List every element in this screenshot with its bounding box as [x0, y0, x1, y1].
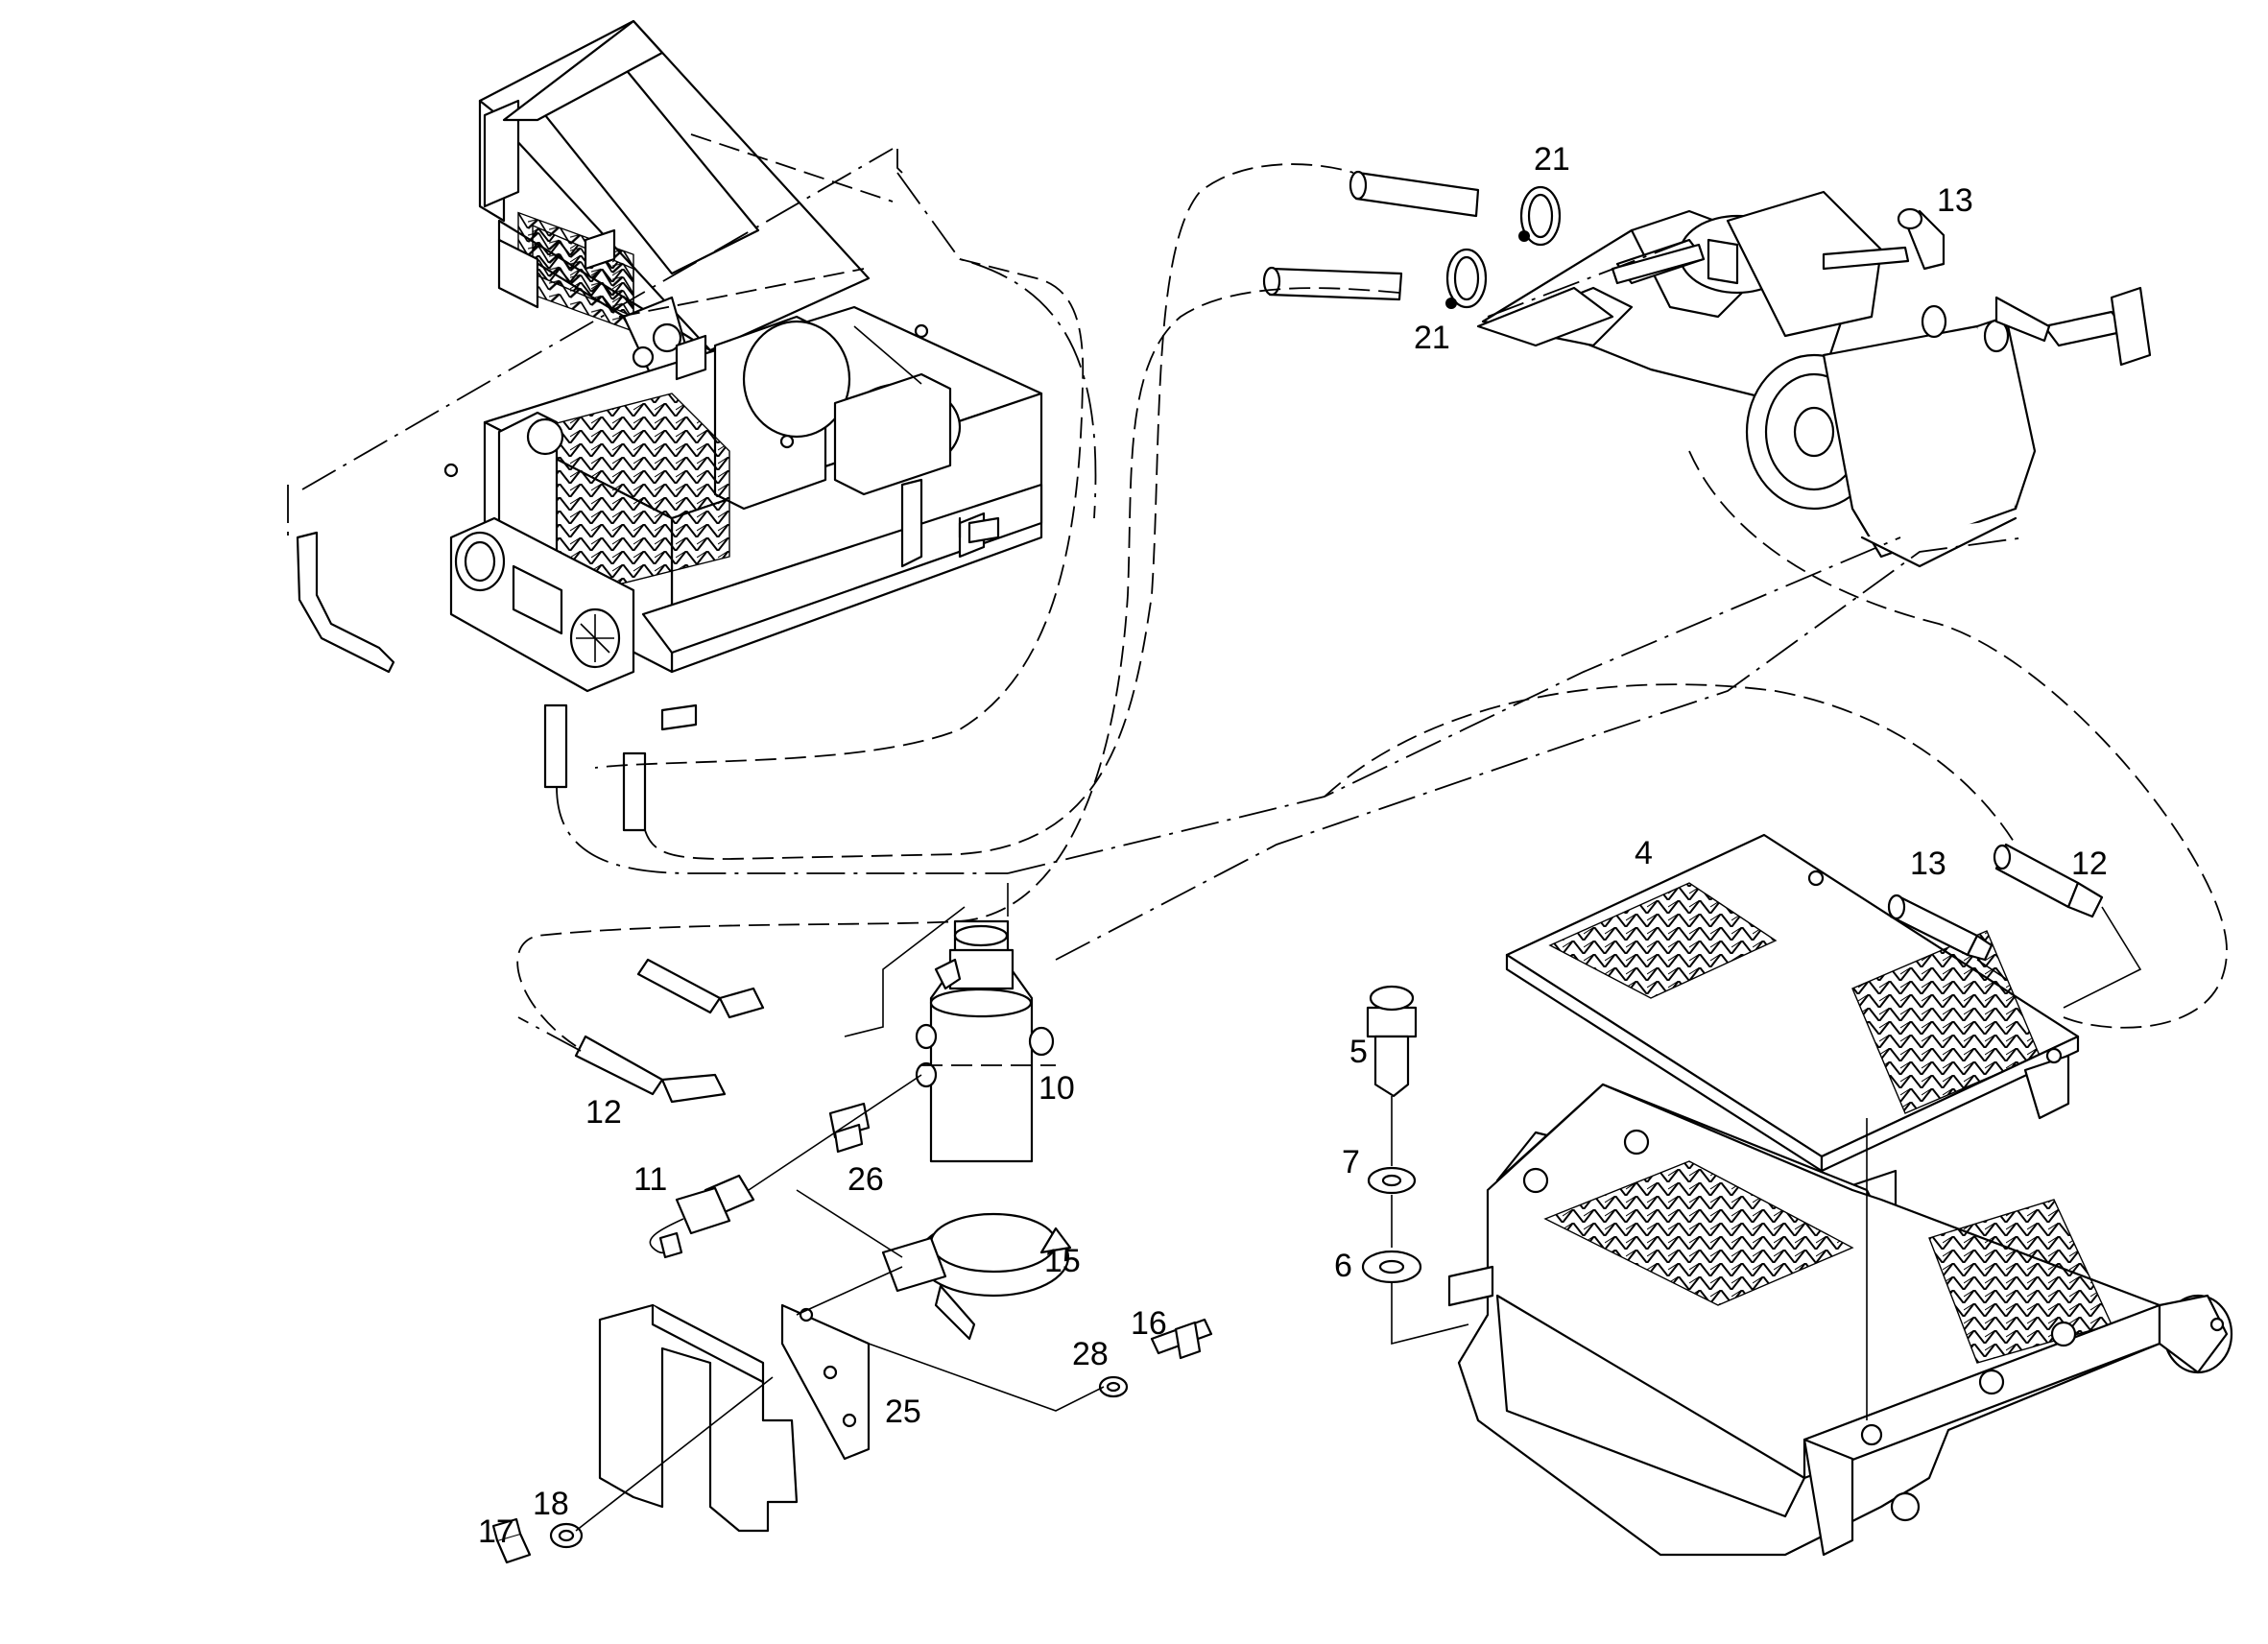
- callout-13-condenser: 13: [1910, 846, 1946, 882]
- callout-7: 7: [1342, 1144, 1360, 1180]
- hose-assembly-condenser: [1887, 843, 2104, 962]
- callout-28: 28: [1072, 1336, 1109, 1372]
- callout-17: 17: [478, 1513, 514, 1550]
- callout-15: 15: [1044, 1243, 1081, 1279]
- callout-11: 11: [633, 1161, 667, 1198]
- callout-6: 6: [1334, 1248, 1352, 1284]
- callout-26: 26: [848, 1161, 884, 1198]
- bolt-26: [828, 1102, 871, 1154]
- clamp-15: [881, 1212, 1072, 1341]
- callout-12-condenser: 12: [2071, 846, 2108, 882]
- callout-21-upper: 21: [1534, 141, 1570, 178]
- callout-5: 5: [1349, 1034, 1368, 1070]
- callout-25: 25: [885, 1394, 921, 1430]
- callout-10: 10: [1039, 1070, 1075, 1107]
- callout-16: 16: [1131, 1305, 1167, 1342]
- bracket-25: [780, 1303, 871, 1461]
- callout-13-compressor: 13: [1937, 182, 1973, 219]
- callout-12-receiver: 12: [585, 1094, 622, 1131]
- callout-21-lower: 21: [1414, 320, 1450, 356]
- bolt-and-washers: [1361, 985, 1422, 1284]
- hose-assembly-receiver: [574, 958, 765, 1104]
- callout-labels: 21 21 13 4 13 12 5 7 6 10 12 11 26 15 16…: [478, 141, 2108, 1550]
- bolt-16-washer-28: [1098, 1318, 1213, 1398]
- compressor: [1476, 190, 2152, 568]
- callout-18: 18: [533, 1486, 569, 1522]
- callout-4: 4: [1635, 835, 1653, 871]
- cover-bracket: [491, 1303, 799, 1564]
- pressure-switch: [649, 1174, 755, 1259]
- receiver-drier: [915, 919, 1055, 1163]
- routing-lines: [287, 133, 2228, 1532]
- hvac-unit: [296, 19, 1043, 832]
- condenser: [1447, 833, 2233, 1557]
- hose-assembly-upper: [1262, 170, 1910, 309]
